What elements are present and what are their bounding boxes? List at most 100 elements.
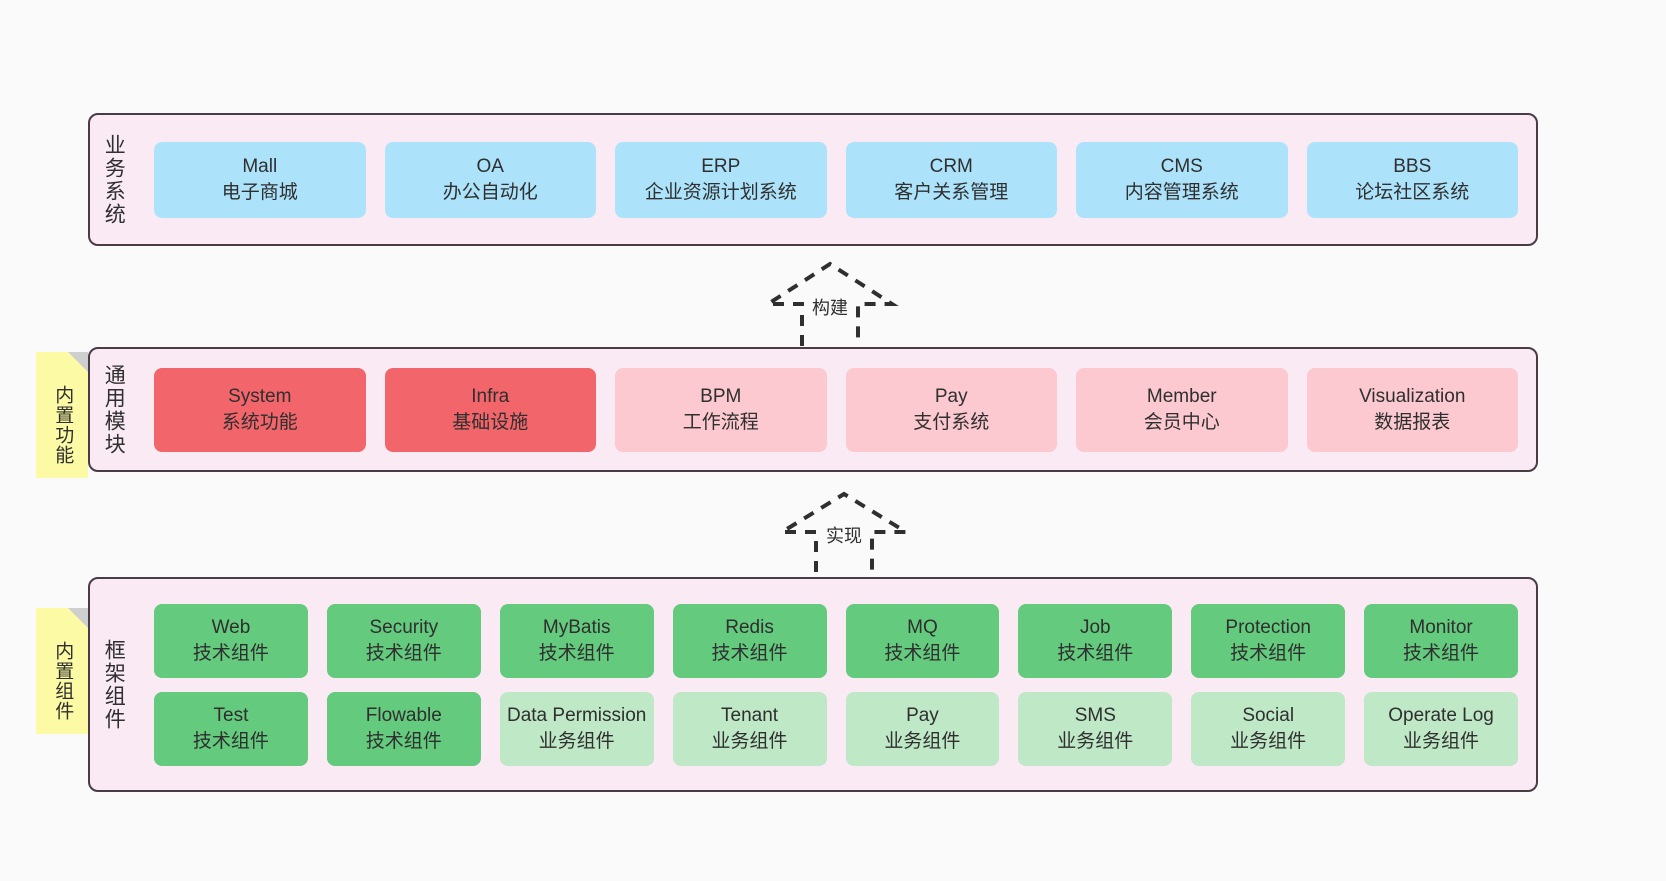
node-title: Redis (725, 617, 774, 639)
node-flowable[interactable]: Flowable 技术组件 (326, 691, 481, 766)
node-subtitle: 业务组件 (711, 730, 788, 752)
node-subtitle: 技术组件 (1057, 642, 1134, 664)
node-sms[interactable]: SMS 业务组件 (1018, 691, 1173, 766)
node-title: MyBatis (542, 617, 611, 639)
sticky-note-builtin-components: 内置组件 (36, 608, 88, 734)
node-erp[interactable]: ERP 企业资源计划系统 (615, 141, 827, 218)
node-member[interactable]: Member 会员中心 (1076, 367, 1288, 452)
node-title: Job (1079, 617, 1111, 639)
node-redis[interactable]: Redis 技术组件 (672, 603, 827, 678)
node-web[interactable]: Web 技术组件 (154, 603, 308, 678)
node-pay[interactable]: Pay 支付系统 (845, 367, 1057, 452)
node-subtitle: 技术组件 (365, 730, 442, 752)
node-title: Flowable (365, 705, 442, 727)
node-mq[interactable]: MQ 技术组件 (845, 603, 1000, 678)
node-subtitle: 电子商城 (221, 181, 298, 203)
layer-body-business-systems: Mall 电子商城 OA 办公自动化 ERP 企业资源计划系统 CRM 客户关系… (136, 115, 1536, 244)
node-system[interactable]: System 系统功能 (154, 367, 366, 452)
layer-body-common-modules: System 系统功能 Infra 基础设施 BPM 工作流程 Pay 支付系统… (136, 349, 1536, 470)
connector-implement: 实现 (770, 490, 918, 572)
node-subtitle: 系统功能 (221, 411, 298, 433)
node-social[interactable]: Social 业务组件 (1191, 691, 1346, 766)
node-title: Monitor (1409, 617, 1473, 639)
sticky-note-label: 内置功能 (52, 385, 74, 465)
node-title: Member (1146, 386, 1217, 408)
node-title: System (228, 386, 292, 408)
sticky-note-builtin-functions: 内置功能 (36, 352, 88, 478)
node-subtitle: 客户关系管理 (894, 181, 1009, 203)
node-subtitle: 技术组件 (884, 642, 961, 664)
node-bpm[interactable]: BPM 工作流程 (615, 367, 827, 452)
node-title: Protection (1225, 617, 1311, 639)
node-title: Test (213, 705, 249, 727)
node-title: Infra (471, 386, 510, 408)
layer-body-framework-components: Web 技术组件 Security 技术组件 MyBatis 技术组件 Redi… (136, 579, 1536, 790)
node-security[interactable]: Security 技术组件 (326, 603, 481, 678)
node-crm[interactable]: CRM 客户关系管理 (845, 141, 1057, 218)
node-row: Mall 电子商城 OA 办公自动化 ERP 企业资源计划系统 CRM 客户关系… (154, 141, 1518, 218)
node-subtitle: 办公自动化 (442, 181, 538, 203)
node-title: OA (476, 156, 504, 178)
node-bbs[interactable]: BBS 论坛社区系统 (1306, 141, 1518, 218)
node-title: Mall (242, 156, 278, 178)
node-subtitle: 业务组件 (884, 730, 961, 752)
node-subtitle: 技术组件 (711, 642, 788, 664)
node-row: Web 技术组件 Security 技术组件 MyBatis 技术组件 Redi… (154, 603, 1518, 678)
node-job[interactable]: Job 技术组件 (1018, 603, 1173, 678)
node-subtitle: 基础设施 (452, 411, 529, 433)
node-infra[interactable]: Infra 基础设施 (384, 367, 596, 452)
node-subtitle: 内容管理系统 (1124, 181, 1239, 203)
node-subtitle: 会员中心 (1143, 411, 1220, 433)
node-tenant[interactable]: Tenant 业务组件 (672, 691, 827, 766)
node-subtitle: 技术组件 (1403, 642, 1480, 664)
layer-framework-components: 框架组件 Web 技术组件 Security 技术组件 MyBatis 技术组件… (88, 577, 1538, 792)
node-title: Data Permission (506, 705, 647, 727)
sticky-note-label: 内置组件 (52, 641, 74, 721)
node-operate-log[interactable]: Operate Log 业务组件 (1364, 691, 1518, 766)
connector-build: 构建 (756, 260, 904, 346)
node-subtitle: 技术组件 (1230, 642, 1307, 664)
node-title: Web (211, 617, 251, 639)
node-title: Social (1242, 705, 1295, 727)
layer-business-systems: 业务系统 Mall 电子商城 OA 办公自动化 ERP 企业资源计划系统 CRM… (88, 113, 1538, 246)
layer-common-modules: 通用模块 System 系统功能 Infra 基础设施 BPM 工作流程 Pay… (88, 347, 1538, 472)
node-title: Pay (906, 705, 939, 727)
layer-title-framework-components: 框架组件 (102, 638, 126, 731)
node-pay-component[interactable]: Pay 业务组件 (845, 691, 1000, 766)
node-subtitle: 业务组件 (1230, 730, 1307, 752)
node-subtitle: 工作流程 (682, 411, 759, 433)
node-row: System 系统功能 Infra 基础设施 BPM 工作流程 Pay 支付系统… (154, 367, 1518, 452)
node-mybatis[interactable]: MyBatis 技术组件 (499, 603, 654, 678)
node-data-permission[interactable]: Data Permission 业务组件 (499, 691, 654, 766)
node-title: Pay (934, 386, 968, 408)
node-subtitle: 技术组件 (192, 642, 269, 664)
node-title: Visualization (1359, 386, 1466, 408)
node-mall[interactable]: Mall 电子商城 (154, 141, 366, 218)
node-subtitle: 论坛社区系统 (1355, 181, 1470, 203)
node-title: Security (369, 617, 439, 639)
node-title: MQ (907, 617, 938, 639)
node-subtitle: 业务组件 (1057, 730, 1134, 752)
node-title: CRM (929, 156, 973, 178)
node-title: SMS (1074, 705, 1116, 727)
node-oa[interactable]: OA 办公自动化 (384, 141, 596, 218)
node-subtitle: 业务组件 (1403, 730, 1480, 752)
node-title: CMS (1160, 156, 1203, 178)
node-subtitle: 企业资源计划系统 (644, 181, 797, 203)
node-monitor[interactable]: Monitor 技术组件 (1364, 603, 1518, 678)
node-title: ERP (701, 156, 741, 178)
node-visualization[interactable]: Visualization 数据报表 (1306, 367, 1518, 452)
node-protection[interactable]: Protection 技术组件 (1191, 603, 1346, 678)
connector-build-label: 构建 (810, 294, 850, 320)
layer-title-business-systems: 业务系统 (102, 133, 126, 226)
sticky-fold-corner (68, 352, 88, 372)
node-subtitle: 支付系统 (913, 411, 990, 433)
node-title: BPM (700, 386, 742, 408)
node-test[interactable]: Test 技术组件 (154, 691, 308, 766)
node-row: Test 技术组件 Flowable 技术组件 Data Permission … (154, 691, 1518, 766)
node-subtitle: 业务组件 (538, 730, 615, 752)
node-subtitle: 数据报表 (1374, 411, 1451, 433)
node-cms[interactable]: CMS 内容管理系统 (1076, 141, 1288, 218)
node-subtitle: 技术组件 (365, 642, 442, 664)
